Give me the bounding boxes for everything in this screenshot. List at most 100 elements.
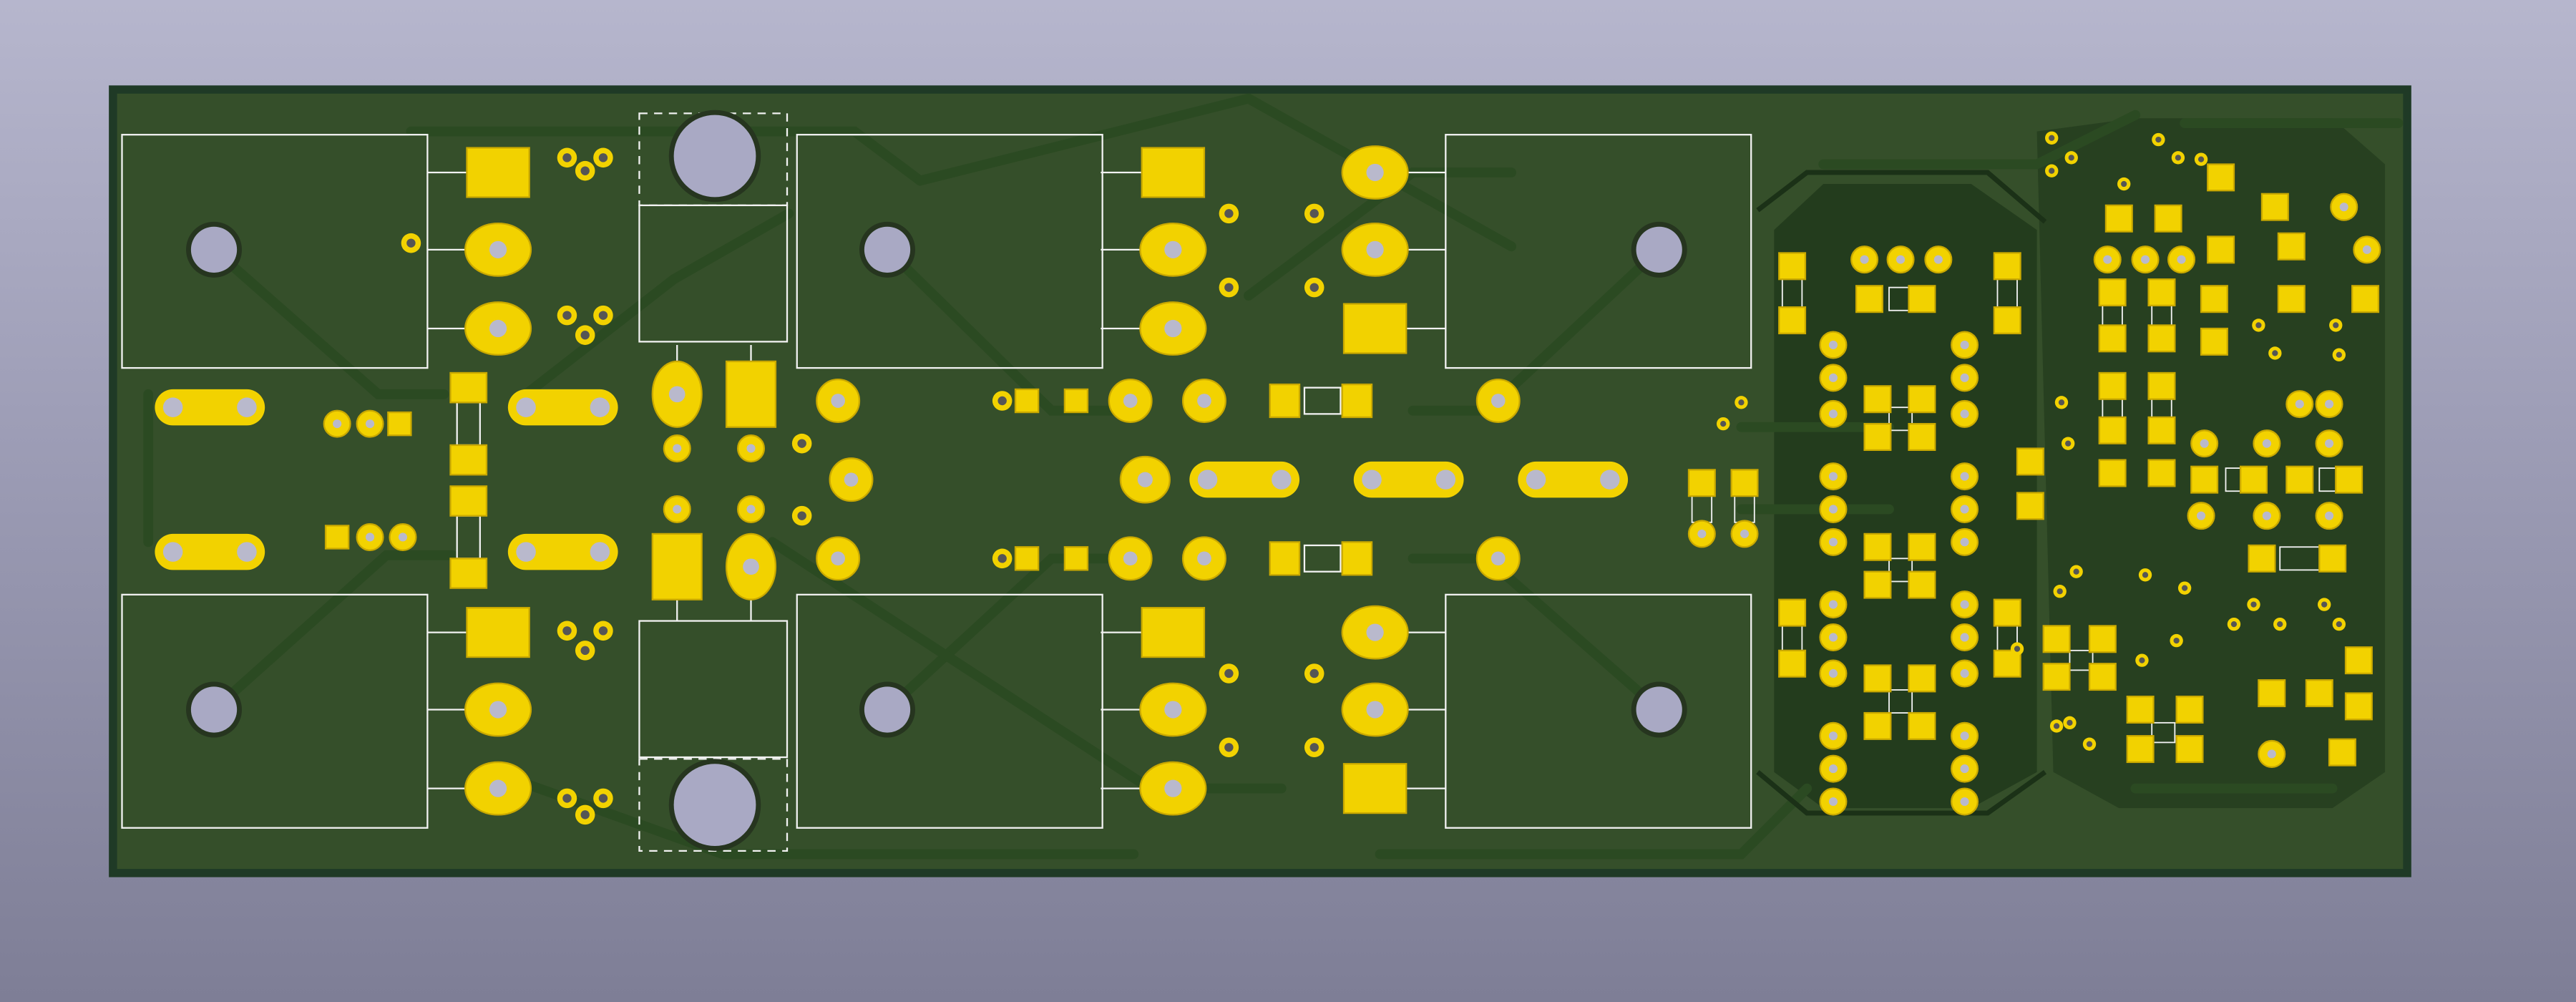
via-drill [1224,209,1234,218]
silk-smd [1888,558,1913,583]
pad-drill [2325,511,2334,520]
pad-drill [743,558,759,575]
drill-hole [1636,686,1682,733]
square-pad [2042,663,2071,691]
via-drill [598,153,608,162]
via-drill [2155,136,2162,143]
via-drill [1224,668,1234,678]
square-pad [2277,232,2306,261]
square-pad [1341,541,1373,576]
via-drill [2068,155,2074,161]
pad-drill [2200,439,2209,448]
square-pad [1778,306,1807,335]
pad-drill [1828,600,1838,609]
square-pad [2016,492,2044,520]
square-pad [1908,285,1936,313]
pad-drill [1366,240,1384,258]
pad-drill [673,444,682,453]
square-pad [1141,147,1206,198]
square-pad [651,532,703,600]
pad-drill [590,542,610,562]
via-drill [2142,572,2149,578]
square-pad [1342,303,1407,354]
pad-drill [2262,439,2271,448]
pad-drill [1526,470,1546,490]
pad-drill [1828,373,1838,382]
pad-drill [1272,470,1292,490]
copper-trace [1756,769,2047,816]
pad-drill [1164,779,1182,797]
pad-drill [1362,470,1382,490]
square-pad [1908,422,1936,451]
via-drill [2175,155,2182,161]
square-pad [1269,541,1301,576]
pad-drill [1828,797,1838,807]
square-pad [2098,371,2127,400]
square-pad [1687,469,1716,497]
pad-drill [1828,731,1838,741]
square-pad [2351,285,2380,313]
drill-hole [190,686,238,733]
via-drill [997,554,1007,563]
via-drill [2333,322,2339,329]
via-drill [2086,741,2093,747]
square-pad [2147,459,2176,487]
pad-drill [1960,668,1969,678]
via-drill [2073,568,2079,575]
square-pad [1908,711,1936,740]
pad-drill [489,779,507,797]
via-drill [598,794,608,803]
via-drill [2277,621,2283,628]
via-drill [2121,180,2127,188]
via-drill [2058,399,2065,406]
square-pad [466,147,530,198]
via-drill [1738,399,1745,406]
pad-drill [1366,623,1384,641]
pad-drill [2325,399,2334,409]
pad-drill [1164,240,1182,258]
pad-drill [489,701,507,719]
via-drill [2336,351,2342,358]
square-pad [1993,598,2021,627]
pad-drill [1828,633,1838,642]
pad-drill [746,444,756,453]
pad-drill [1960,538,1969,547]
copper-trace [521,208,794,399]
via-drill [797,511,806,520]
via-drill [2049,135,2055,141]
pad-drill [1740,529,1750,538]
square-pad [2175,735,2204,764]
pad-drill [1491,394,1506,408]
square-pad [2042,625,2071,653]
drill-hole [1636,226,1682,273]
square-pad [2126,735,2155,764]
pad-drill [2339,203,2348,212]
square-pad [1863,422,1892,451]
square-pad [2305,679,2333,708]
pad-drill [1164,701,1182,719]
square-pad [2175,695,2204,724]
pad-drill [1960,505,1969,514]
square-pad [2098,459,2127,487]
pad-drill [1828,538,1838,547]
pad-drill [1960,731,1969,741]
via-drill [562,794,572,803]
square-pad [2258,679,2286,708]
silk-smd [2151,721,2176,744]
square-pad [1855,285,1883,313]
transformer-outline [1445,593,1752,829]
square-pad [2240,465,2268,494]
square-pad [2277,285,2306,313]
copper-trace [209,550,457,715]
pad-drill [365,419,375,429]
square-pad [2260,193,2289,221]
via-drill [2181,585,2188,591]
pad-drill [1197,551,1211,566]
silk-smd [1303,544,1342,573]
drill-hole [864,226,911,273]
square-pad [2248,544,2276,573]
pad-drill [1960,797,1969,807]
copper-trace [915,93,1517,252]
